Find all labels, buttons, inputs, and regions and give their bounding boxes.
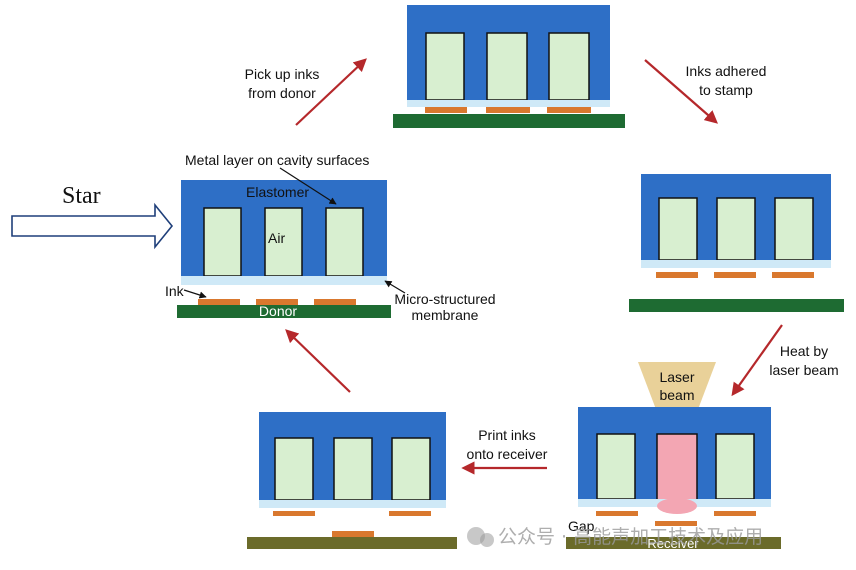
watermark-text: 公众号 · 高能声加工技术及应用 — [498, 526, 763, 548]
stamp-right-top — [629, 174, 844, 312]
laser-label-1: Laser — [659, 369, 694, 385]
leader-membrane — [384, 280, 406, 294]
stamp-left-main — [177, 180, 391, 318]
process-arrows — [285, 58, 783, 475]
air-label: Air — [268, 230, 285, 246]
leader-metal-layer — [279, 167, 337, 205]
membrane-label-2: membrane — [412, 307, 479, 323]
stamp-bottom-right — [566, 362, 781, 549]
print-label-2: onto receiver — [467, 446, 548, 462]
donor-label: Donor — [259, 303, 297, 319]
stamp-top-center — [393, 5, 625, 128]
adhered-label-1: Inks adhered — [686, 63, 767, 79]
arrow-pick-up — [295, 58, 367, 126]
arrow-adhered — [644, 59, 718, 124]
stamp-bottom-left — [247, 412, 457, 549]
laser-beam-shape — [638, 362, 716, 412]
heat-label-1: Heat by — [780, 343, 828, 359]
ink-label: Ink — [165, 283, 185, 299]
arrow-return — [285, 329, 351, 393]
laser-label-2: beam — [659, 387, 694, 403]
pick-up-label-1: Pick up inks — [245, 66, 320, 82]
leader-ink — [183, 289, 207, 299]
heat-label-2: laser beam — [769, 362, 838, 378]
heated-cavity — [656, 433, 698, 507]
pick-up-label-2: from donor — [248, 85, 316, 101]
start-arrow — [11, 202, 174, 250]
print-label-1: Print inks — [478, 427, 536, 443]
elastomer-label: Elastomer — [246, 184, 309, 200]
receiver-label: Receiver — [647, 536, 699, 551]
gap-label: Gap — [568, 518, 595, 534]
start-label: Star — [62, 183, 101, 209]
arrow-heat — [731, 324, 783, 397]
metal-layer-label: Metal layer on cavity surfaces — [185, 152, 369, 168]
watermark: 公众号 · 高能声加工技术及应用 — [467, 526, 763, 548]
membrane-bulge — [657, 498, 697, 514]
membrane-label-1: Micro-structured — [394, 291, 495, 307]
adhered-label-2: to stamp — [699, 82, 753, 98]
